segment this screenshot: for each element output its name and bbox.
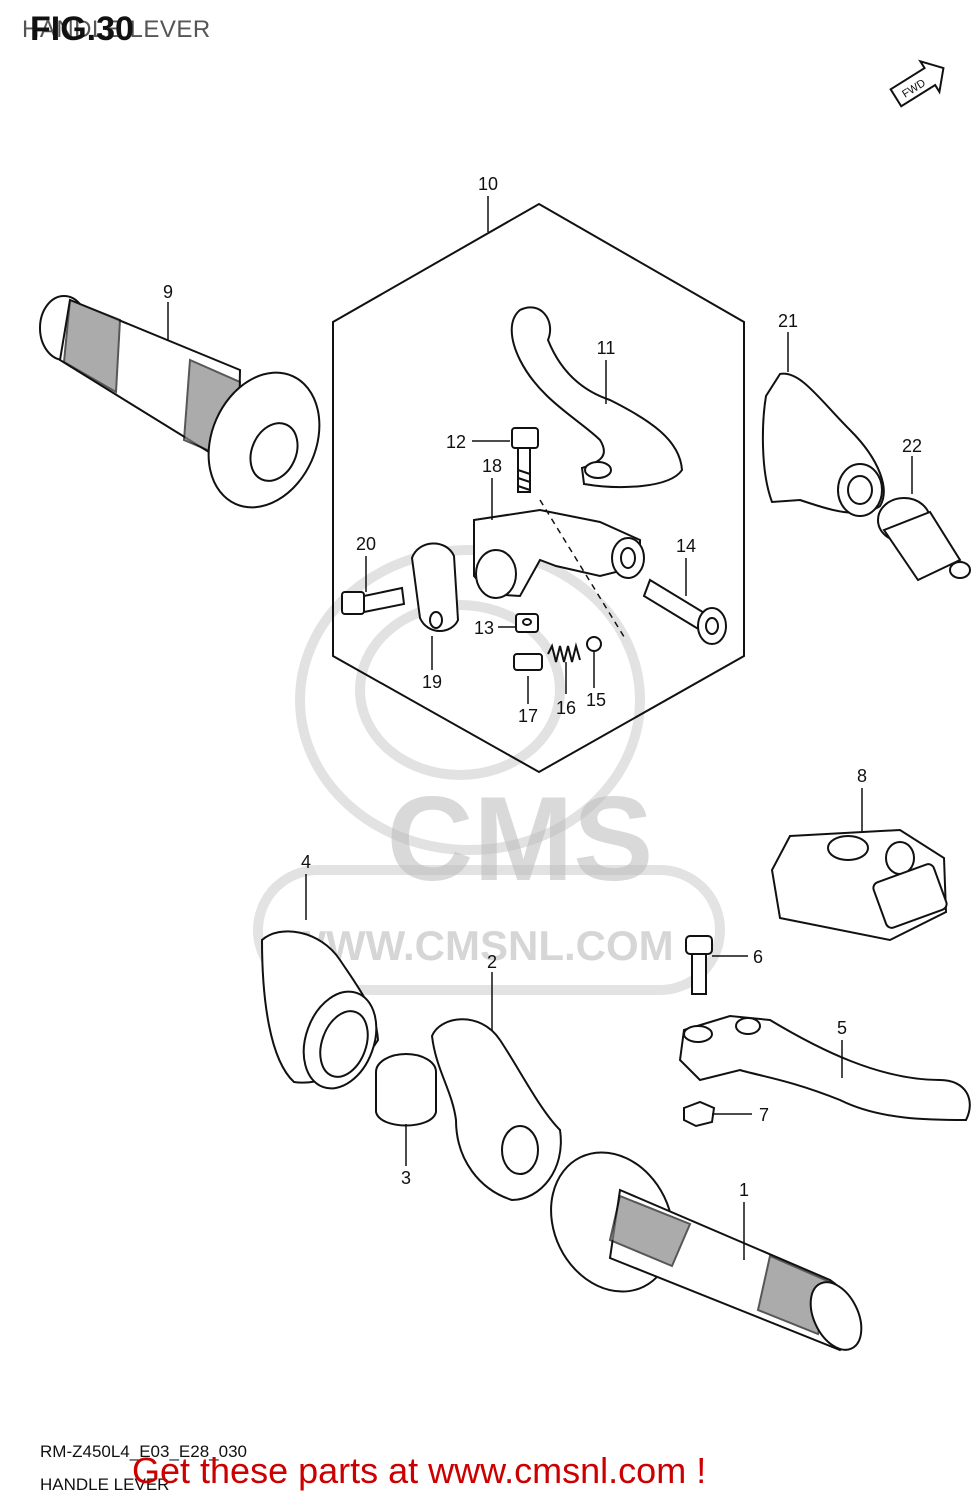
callout-16: 16 [556, 698, 576, 718]
clutch-lever [510, 306, 684, 488]
page-subtitle: HANDLE LEVER [22, 16, 211, 43]
pivot-bolt [685, 935, 713, 995]
grip-left [39, 295, 321, 509]
collar [375, 1053, 437, 1127]
cover [761, 372, 885, 517]
figure-label: FIG.30 [30, 10, 134, 48]
ball [586, 636, 602, 652]
spring [547, 642, 581, 663]
fwd-arrow-icon: FWD [889, 59, 945, 108]
throttle-tube [430, 1018, 562, 1202]
callout-15: 15 [586, 690, 606, 710]
callout-11: 11 [597, 338, 616, 358]
guide-line [539, 499, 627, 641]
clamp [410, 542, 460, 632]
callout-18: 18 [482, 456, 502, 476]
callout-7: 7 [759, 1105, 769, 1125]
callout-4: 4 [301, 852, 311, 872]
nut-lower [683, 1100, 716, 1128]
grip-right [550, 1151, 863, 1352]
watermark-banner [253, 865, 725, 995]
lever-boot [770, 828, 948, 942]
watermark-helmet [295, 545, 645, 855]
callout-21: 21 [778, 311, 798, 331]
callout-1: 1 [739, 1180, 749, 1200]
callout-9: 9 [163, 282, 173, 302]
watermark [253, 545, 725, 995]
lever-holder [473, 508, 645, 599]
callout-13: 13 [474, 618, 494, 638]
cable-adjuster [877, 497, 971, 582]
assembly-outline [332, 202, 745, 774]
callout-numbers: 10 9 11 12 18 20 13 19 14 17 16 15 21 22… [163, 174, 922, 1200]
watermark-face [355, 600, 565, 780]
screw [341, 586, 406, 615]
adjuster [642, 578, 727, 645]
leader-lines [167, 196, 913, 1260]
callout-3: 3 [401, 1168, 411, 1188]
callout-14: 14 [676, 536, 696, 556]
brake-lever [678, 1014, 971, 1122]
plug [513, 653, 543, 671]
throttle-cover [260, 930, 380, 1090]
diagram-code: RM-Z450L4_E03_E28_030 [40, 1442, 247, 1461]
callout-22: 22 [902, 436, 922, 456]
callout-8: 8 [857, 766, 867, 786]
diagram-name: HANDLE LEVER [40, 1475, 170, 1494]
callout-5: 5 [837, 1018, 847, 1038]
callout-20: 20 [356, 534, 376, 554]
callout-6: 6 [753, 947, 763, 967]
callout-19: 19 [422, 672, 442, 692]
watermark-brand: CMS [387, 772, 654, 906]
promo-link[interactable]: Get these parts at www.cmsnl.com ! [132, 1450, 707, 1491]
bolt [511, 427, 539, 493]
nut [515, 613, 539, 633]
callout-17: 17 [518, 706, 538, 726]
callout-2: 2 [487, 952, 497, 972]
callout-10: 10 [478, 174, 498, 194]
watermark-url: WWW.CMSNL.COM [286, 922, 673, 969]
callout-12: 12 [446, 432, 466, 452]
